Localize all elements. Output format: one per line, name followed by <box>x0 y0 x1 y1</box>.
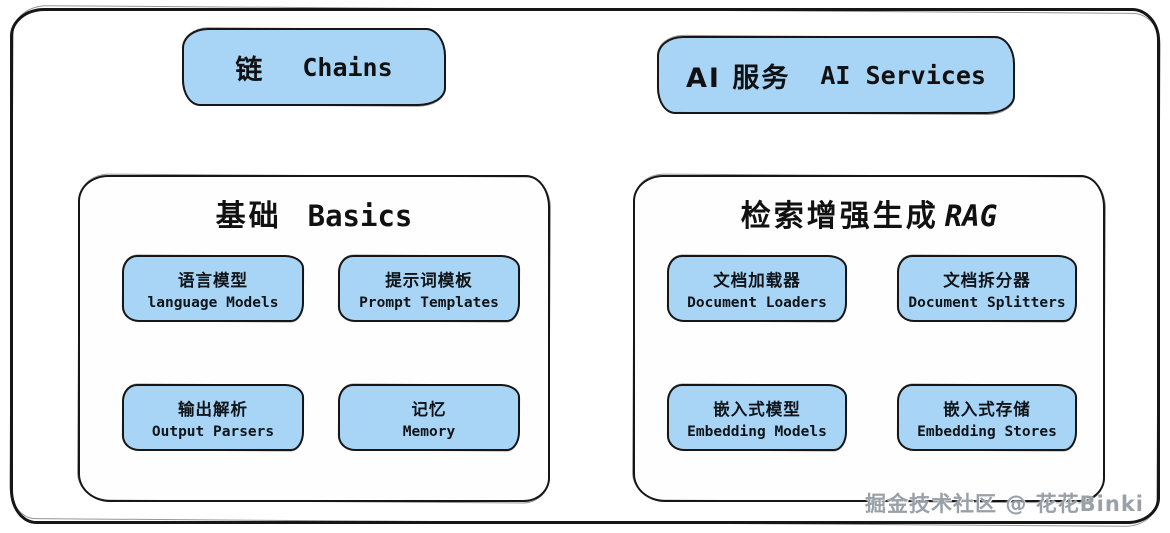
node-label-zh: 文档拆分器 <box>943 270 1031 290</box>
node-label-en: Document Splitters <box>908 294 1066 311</box>
node-label-en: Memory <box>402 423 456 440</box>
node-label-zh: 输出解析 <box>178 399 248 419</box>
node-label-zh: 文档加载器 <box>713 270 801 290</box>
node-label-en: Embedding Stores <box>917 423 1057 440</box>
group-rag-title-zh: 检索增强生成 <box>740 199 939 234</box>
node-label-en: language Models <box>147 294 279 311</box>
node-ai-services-label-en: AI Services <box>820 60 986 90</box>
group-rag-title-en: RAG <box>944 199 998 233</box>
node-chains-label-en: Chains <box>302 52 393 82</box>
group-basics-title-en: Basics <box>307 199 413 233</box>
node-label-zh: 语言模型 <box>178 270 248 290</box>
node-language-models: 语言模型 language Models <box>122 255 304 322</box>
node-label-en: Embedding Models <box>687 423 827 440</box>
group-basics: 基础 Basics 语言模型 language Models 提示词模板 Pro… <box>78 175 550 502</box>
node-label-en: Document Loaders <box>687 294 827 311</box>
node-label-zh: 提示词模板 <box>385 270 473 290</box>
node-label-en: Output Parsers <box>151 423 275 440</box>
node-memory: 记忆 Memory <box>338 384 520 451</box>
node-chains: 链 Chains <box>182 28 446 106</box>
node-embedding-models: 嵌入式模型 Embedding Models <box>667 384 847 451</box>
node-ai-services: AI 服务 AI Services <box>657 36 1015 114</box>
node-label-zh: 嵌入式存储 <box>943 399 1031 419</box>
node-label-zh: 嵌入式模型 <box>713 399 801 419</box>
group-rag: 检索增强生成 RAG 文档加载器 Document Loaders 文档拆分器 … <box>633 175 1105 502</box>
outer-frame <box>10 8 1160 524</box>
watermark-text: 掘金技术社区 @ 花花Binki <box>865 492 1144 516</box>
node-label-en: Prompt Templates <box>359 294 499 311</box>
node-output-parsers: 输出解析 Output Parsers <box>122 384 304 451</box>
group-rag-title: 检索增强生成 RAG <box>635 191 1103 235</box>
group-basics-title-zh: 基础 <box>215 199 282 234</box>
node-prompt-templates: 提示词模板 Prompt Templates <box>338 255 520 322</box>
node-document-loaders: 文档加载器 Document Loaders <box>667 255 847 322</box>
group-basics-title: 基础 Basics <box>80 191 548 235</box>
node-label-zh: 记忆 <box>411 399 447 419</box>
node-document-splitters: 文档拆分器 Document Splitters <box>897 255 1077 322</box>
node-embedding-stores: 嵌入式存储 Embedding Stores <box>897 384 1077 451</box>
node-chains-label-zh: 链 <box>235 54 265 86</box>
node-ai-services-label-zh: AI 服务 <box>686 62 791 94</box>
